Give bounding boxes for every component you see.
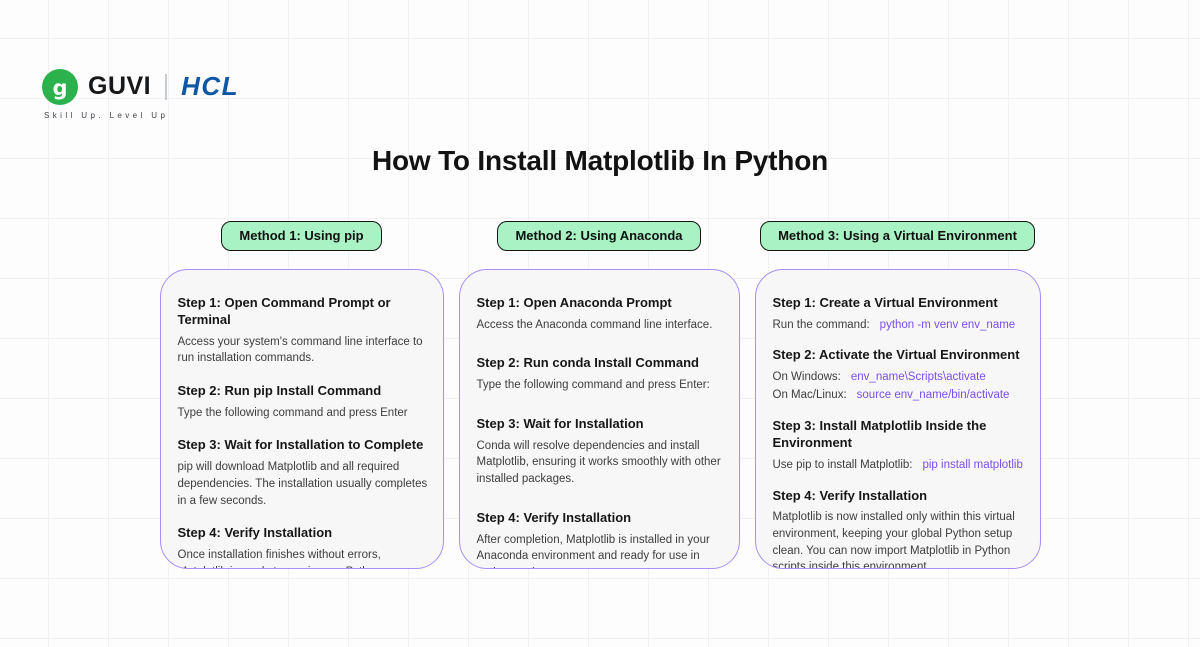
step-text: Type the following command and press Ent…	[476, 379, 710, 392]
command-label: On Windows:	[772, 371, 841, 384]
step-heading: Step 3: Wait for Installation to Complet…	[177, 437, 424, 453]
method-2-column: Method 2: Using Anaconda Step 1: Open An…	[458, 220, 740, 569]
method-1-step-4: Step 4: Verify Installation Once install…	[177, 525, 428, 568]
step-text: Once installation finishes without error…	[177, 549, 382, 568]
step-heading: Step 3: Wait for Installation	[476, 415, 644, 431]
method-1-column: Method 1: Using pip Step 1: Open Command…	[159, 220, 444, 569]
command-line: On Windows: env_name\Scripts\activate	[773, 369, 1025, 387]
command-text: env_name\Scripts\activate	[850, 371, 986, 384]
step-heading: Step 2: Run conda Install Command	[476, 355, 699, 371]
svg-text:g: g	[52, 76, 67, 100]
method-3-step-1: Step 1: Create a Virtual Environment Run…	[773, 295, 1025, 335]
brand-tagline: Skill Up. Level Up	[44, 110, 169, 120]
brand-logo: g GUVI HCL Skill Up. Level Up	[42, 68, 240, 120]
method-3-card: Step 1: Create a Virtual Environment Run…	[754, 268, 1041, 569]
method-1-step-2: Step 2: Run pip Install Command Type the…	[178, 383, 428, 422]
command-label: Use pip to install Matplotlib:	[772, 458, 913, 471]
method-3-pill: Method 3: Using a Virtual Environment	[760, 220, 1035, 251]
command-line: Use pip to install Matplotlib: pip insta…	[773, 457, 1025, 475]
method-2-pill: Method 2: Using Anaconda	[497, 220, 701, 251]
guvi-wordmark: GUVI	[88, 72, 152, 101]
step-text: Access the Anaconda command line interfa…	[476, 318, 713, 331]
step-text: Type the following command and press Ent…	[177, 406, 408, 419]
step-heading: Step 1: Create a Virtual Environment	[772, 294, 998, 310]
method-3-column: Method 3: Using a Virtual Environment St…	[754, 220, 1041, 569]
methods-row: Method 1: Using pip Step 1: Open Command…	[0, 220, 1200, 569]
step-heading: Step 4: Verify Installation	[177, 525, 333, 541]
step-text: Access your system's command line interf…	[177, 335, 423, 365]
step-heading: Step 4: Verify Installation	[772, 487, 928, 503]
logo-divider	[165, 73, 168, 100]
step-heading: Step 3: Install Matplotlib Inside the En…	[772, 417, 987, 450]
method-2-step-3: Step 3: Wait for Installation Conda will…	[477, 416, 724, 488]
method-1-pill: Method 1: Using pip	[221, 220, 382, 251]
method-3-step-3: Step 3: Install Matplotlib Inside the En…	[773, 418, 1025, 475]
step-heading: Step 4: Verify Installation	[476, 509, 632, 525]
method-3-step-2: Step 2: Activate the Virtual Environment…	[773, 347, 1025, 405]
command-text: source env_name/bin/activate	[856, 389, 1010, 402]
step-heading: Step 1: Open Command Prompt or Terminal	[177, 294, 391, 327]
command-line: Run the command: python -m venv env_name	[773, 317, 1025, 335]
command-text: python -m venv env_name	[879, 318, 1016, 331]
command-text: pip install matplotlib	[922, 458, 1023, 471]
step-text: Matplotlib is now installed only within …	[772, 511, 1015, 569]
method-2-step-1: Step 1: Open Anaconda Prompt Access the …	[477, 295, 724, 334]
command-label: On Mac/Linux:	[772, 389, 847, 402]
method-2-step-2: Step 2: Run conda Install Command Type t…	[477, 355, 724, 394]
step-heading: Step 2: Run pip Install Command	[177, 382, 382, 398]
step-heading: Step 1: Open Anaconda Prompt	[476, 294, 672, 310]
step-text: After completion, Matplotlib is installe…	[476, 533, 710, 568]
method-2-step-4: Step 4: Verify Installation After comple…	[476, 509, 724, 568]
method-2-card: Step 1: Open Anaconda Prompt Access the …	[458, 268, 740, 569]
step-heading: Step 2: Activate the Virtual Environment	[772, 347, 1020, 363]
step-text: Conda will resolve dependencies and inst…	[476, 439, 721, 486]
method-1-card: Step 1: Open Command Prompt or Terminal …	[159, 268, 444, 569]
guvi-logo-icon: g	[42, 68, 78, 105]
step-text: pip will download Matplotlib and all req…	[177, 461, 428, 507]
command-label: Run the command:	[772, 318, 870, 331]
hcl-wordmark: HCL	[181, 71, 240, 102]
method-1-step-3: Step 3: Wait for Installation to Complet…	[178, 437, 428, 509]
page-title: How To Install Matplotlib In Python	[372, 144, 828, 176]
method-1-step-1: Step 1: Open Command Prompt or Terminal …	[178, 295, 428, 367]
command-line: On Mac/Linux: source env_name/bin/activa…	[773, 387, 1025, 405]
method-3-step-4: Step 4: Verify Installation Matplotlib i…	[772, 487, 1025, 569]
